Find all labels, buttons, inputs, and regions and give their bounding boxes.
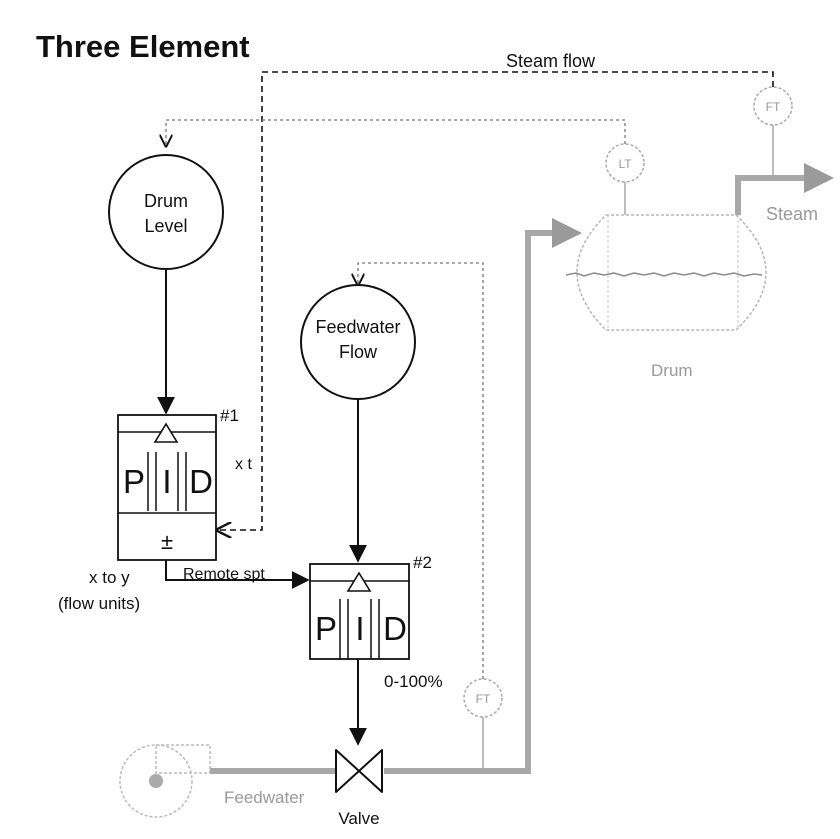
pid1-i: I xyxy=(162,463,171,500)
valve-label: Valve xyxy=(338,809,379,828)
pid1-d: D xyxy=(189,463,213,500)
feedwater-flow-label-1: Feedwater xyxy=(315,317,400,337)
lt-label: LT xyxy=(618,157,632,171)
ft-feed-label: FT xyxy=(476,692,491,706)
process-equipment: Feedwater Drum Steam LT FT FT xyxy=(119,86,834,818)
output-range-label: 0-100% xyxy=(384,672,443,691)
page-title: Three Element xyxy=(36,29,250,64)
pid1-setpoint-triangle-icon xyxy=(153,422,179,443)
pid-controller-2 xyxy=(309,563,410,660)
pid2-tag: #2 xyxy=(413,553,432,572)
pid1-tag: #1 xyxy=(220,406,239,425)
feedwater-flow-label-2: Flow xyxy=(339,342,378,362)
pid2-p: P xyxy=(315,610,337,647)
pid-controller-1 xyxy=(117,414,217,561)
level-signal xyxy=(166,119,626,146)
steam-flow-transmitter xyxy=(753,86,793,126)
pid2-i: I xyxy=(355,610,364,647)
signal-lines xyxy=(166,71,774,679)
feedwater-pipe-to-drum xyxy=(384,218,582,774)
feed-flow-signal xyxy=(358,262,484,679)
pid1-bias: ± xyxy=(161,529,173,554)
feedwater-flow-transmitter xyxy=(463,678,503,718)
steam-drum xyxy=(565,214,767,331)
pid2-setpoint-triangle-icon xyxy=(346,571,372,592)
control-valve-icon xyxy=(335,749,383,793)
xy-label-left: x to y xyxy=(89,568,130,587)
drum-level-block xyxy=(108,154,224,270)
remote-setpoint-line xyxy=(165,560,310,589)
drum-water-level xyxy=(565,272,763,277)
feedwater-pump xyxy=(119,744,211,818)
drum-label: Drum xyxy=(651,361,693,380)
drum-level-label-2: Level xyxy=(144,216,187,236)
flow-units-label: (flow units) xyxy=(58,594,140,613)
steam-pipe xyxy=(735,163,834,215)
drum-level-label-1: Drum xyxy=(144,191,188,211)
steam-flow-signal xyxy=(217,71,774,530)
pid2-d: D xyxy=(383,610,407,647)
ft-steam-label: FT xyxy=(766,100,781,114)
remote-spt-label: Remote spt xyxy=(183,566,265,583)
level-transmitter xyxy=(605,143,645,183)
steam-label: Steam xyxy=(766,204,818,224)
xy-label-mid: x t xyxy=(235,456,252,473)
feedwater-label: Feedwater xyxy=(224,788,305,807)
pid1-p: P xyxy=(123,463,145,500)
steam-flow-label: Steam flow xyxy=(506,51,596,71)
